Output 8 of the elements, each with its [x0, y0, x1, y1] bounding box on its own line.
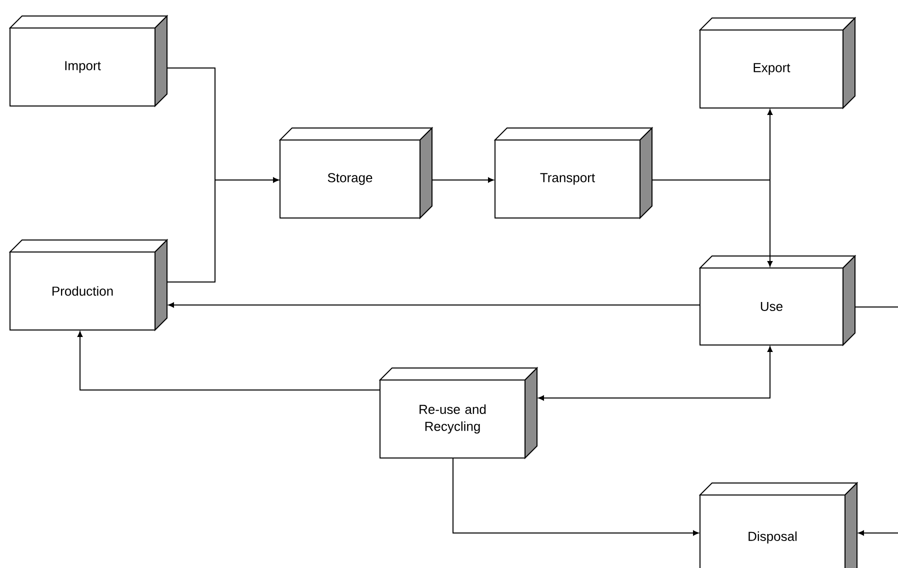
- arrow: [166, 177, 279, 282]
- arrow: [452, 457, 699, 536]
- arrow: [77, 331, 380, 390]
- arrow: [432, 177, 494, 183]
- arrow: [652, 180, 773, 267]
- arrow: [858, 530, 898, 536]
- arrow: [538, 346, 773, 401]
- arrow: [168, 302, 700, 308]
